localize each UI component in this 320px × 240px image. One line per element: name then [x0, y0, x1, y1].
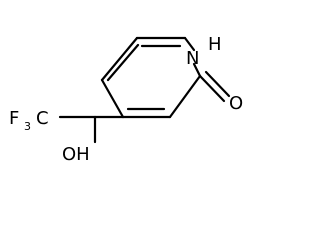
atom-oh-label: OH [62, 144, 90, 165]
atom-f-label: F [9, 108, 19, 129]
atom-o-label: O [229, 93, 243, 114]
bond-c4-c4a [100, 78, 125, 119]
atom-h-label: H [208, 34, 222, 55]
structural-formula: N H O F 3 C OH [9, 34, 243, 165]
bond-c2-o-double [204, 70, 231, 98]
atom-f3-subscript: 3 [24, 120, 31, 133]
bond-c2-o [198, 74, 226, 103]
bond-c6-n1 [183, 36, 196, 52]
atom-n-label: N [186, 48, 199, 69]
bond-c4a-c5 [106, 43, 140, 82]
bond-c4-c5 [100, 36, 139, 82]
bond-c2-c3 [168, 74, 202, 119]
bond-n1-c2 [192, 62, 202, 78]
atom-c-label: C [36, 108, 49, 129]
